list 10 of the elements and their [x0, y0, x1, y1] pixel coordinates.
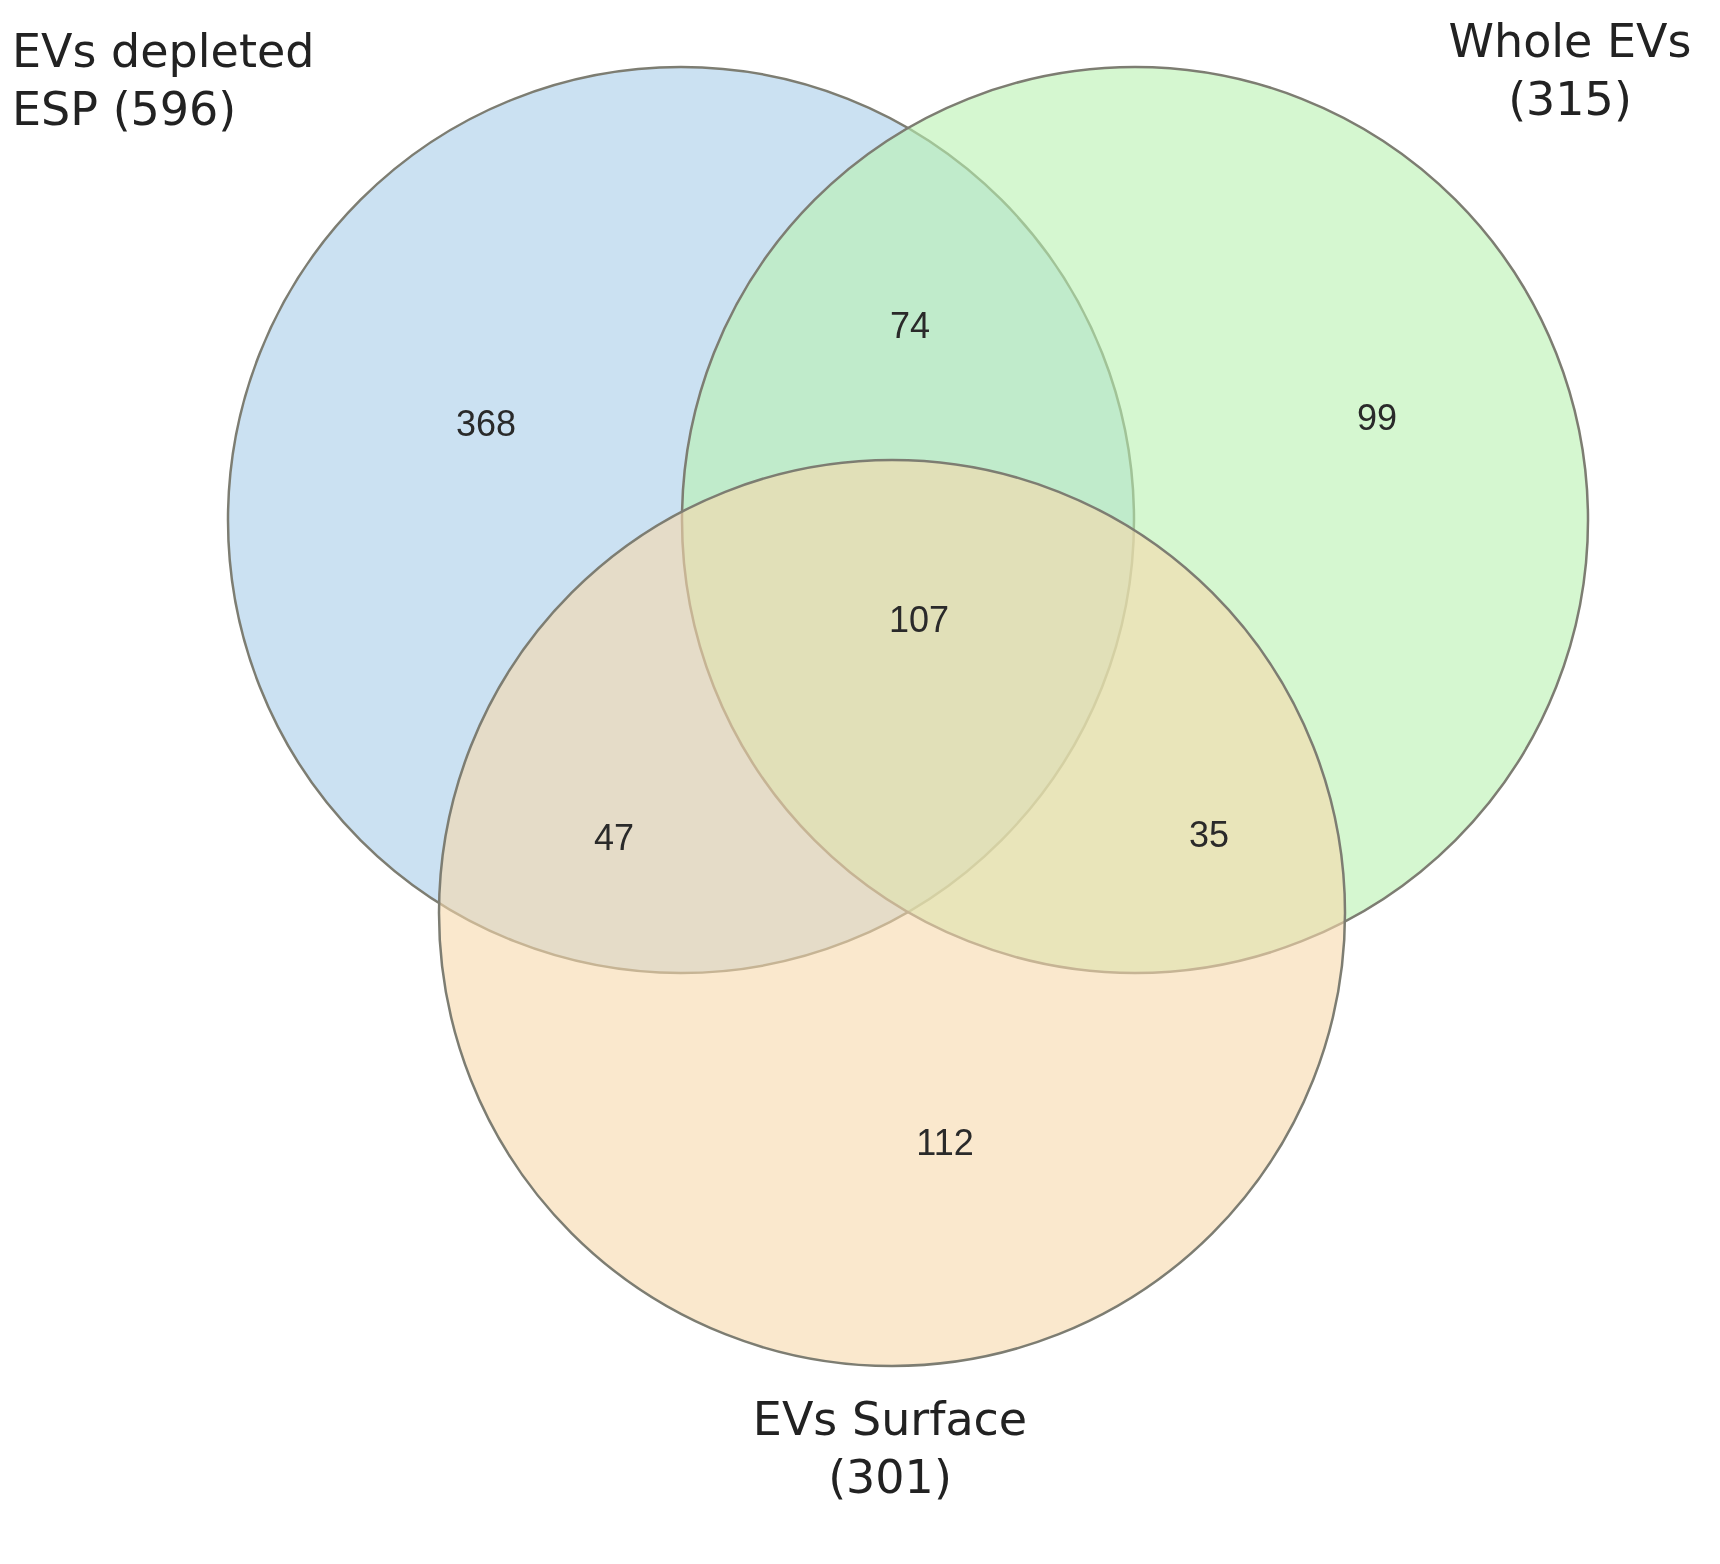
- region-count: 47: [594, 817, 634, 859]
- set-label: EVs depleted ESP (596): [12, 23, 316, 138]
- region-count: 368: [455, 403, 517, 445]
- region-count: 112: [916, 1122, 974, 1164]
- set-label: EVs Surface (301): [751, 1391, 1029, 1506]
- region-count: 99: [1357, 397, 1397, 439]
- region-count: 35: [1189, 814, 1229, 856]
- region-count: 107: [888, 599, 950, 641]
- region-count: 74: [890, 305, 930, 347]
- set-label: Whole EVs (315): [1447, 13, 1693, 128]
